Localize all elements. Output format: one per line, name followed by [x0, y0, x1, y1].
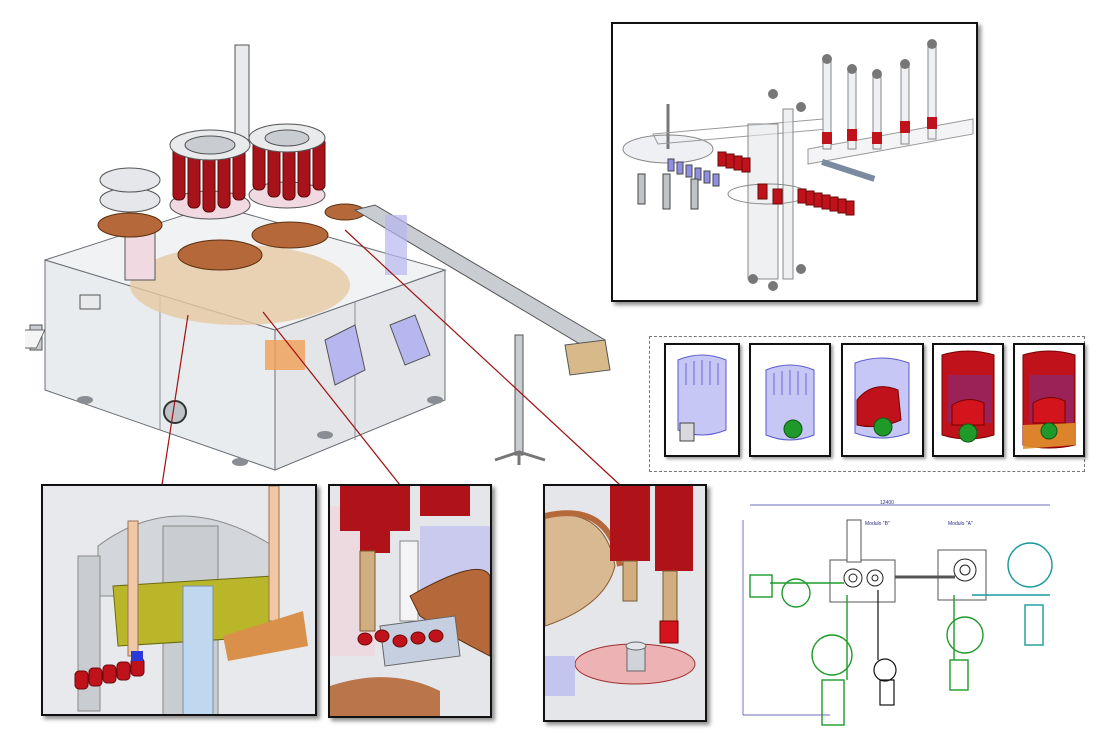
module-a-label: Modulo "A": [948, 521, 973, 527]
left-turret: [97, 167, 163, 281]
cap-step-2: [749, 343, 831, 457]
bronze-top-plate: [130, 245, 350, 325]
drive-motor: [265, 340, 305, 370]
cap-step-5: [1013, 343, 1085, 457]
transfer-star-detail: [611, 22, 978, 302]
detail-pick-place: [328, 484, 492, 718]
capping-turret-1: [169, 129, 251, 220]
dimension-lines: [742, 504, 1050, 716]
shelf-plate: [25, 329, 46, 349]
chute-left: [324, 324, 366, 386]
green-conveyor-lines: [749, 574, 984, 726]
guide-panel: [385, 215, 407, 275]
cap-step-3: [841, 343, 924, 457]
machine-overview: [25, 40, 625, 490]
red-cap-group: [357, 629, 444, 648]
cap-step-1: [664, 343, 740, 457]
detail-turret-section: [41, 484, 317, 716]
module-b-label: Modulo "B": [865, 521, 890, 527]
conveyor-end-box: [564, 339, 611, 376]
dimension-width: 12400: [880, 500, 894, 506]
vertical-feed-pipe: [234, 44, 250, 141]
callout-lines: [161, 229, 621, 486]
cap-step-4: [932, 343, 1004, 457]
conveyor-leg: [514, 334, 524, 456]
chute-right: [389, 314, 431, 366]
detail-capping-head: [543, 484, 707, 722]
star-wheel-2: [251, 221, 329, 249]
module-b-box: [829, 559, 896, 603]
layout-plan: 12400 Modulo "B" Modulo "A": [740, 495, 1100, 745]
teal-conveyor-lines: [972, 542, 1053, 646]
red-cap-row: [717, 151, 855, 216]
star-wheel-1: [177, 239, 263, 271]
machine-drawing: [25, 44, 621, 486]
module-a-box: [937, 549, 987, 601]
control-buttons: [79, 294, 101, 310]
capping-turret-2: [248, 123, 326, 209]
handwheel-icon: [163, 400, 187, 424]
cabinet-feet: [77, 396, 443, 466]
black-conveyor-line: [873, 590, 897, 706]
vertical-tube-row: [822, 39, 937, 150]
red-cap-row: [74, 657, 145, 690]
